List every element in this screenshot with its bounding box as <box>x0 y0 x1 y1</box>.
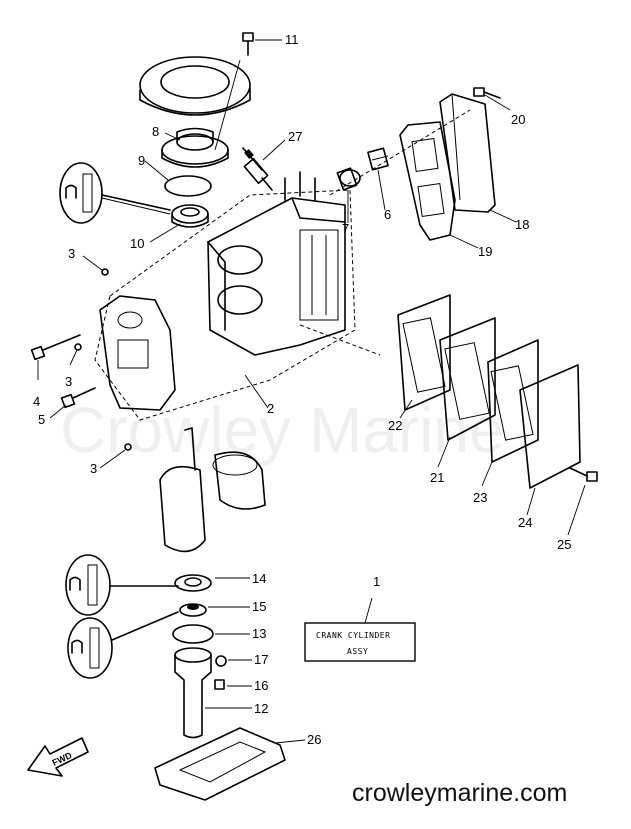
part-4-bolt[interactable] <box>30 334 81 361</box>
grease-tube-icon-lower-2 <box>67 611 179 679</box>
label-box-line2: ASSY <box>347 647 368 656</box>
part-7-fitting[interactable] <box>336 167 361 191</box>
part-crankshaft[interactable] <box>159 427 266 553</box>
part-15-seal[interactable] <box>179 603 207 617</box>
callout-22: 22 <box>388 418 402 433</box>
callout-6: 6 <box>384 207 391 222</box>
assembly-outline <box>94 189 356 421</box>
part-3-dowel-mid[interactable] <box>74 343 82 351</box>
part-13-o-ring[interactable] <box>172 624 214 644</box>
callout-8: 8 <box>152 124 159 139</box>
part-19-gasket[interactable] <box>399 121 456 241</box>
callout-12: 12 <box>254 701 268 716</box>
callout-3-top: 3 <box>68 246 75 261</box>
callout-3-bottom: 3 <box>90 461 97 476</box>
part-5-bolt[interactable] <box>60 387 96 409</box>
part-10-oil-seal[interactable] <box>171 204 209 228</box>
callout-9: 9 <box>138 153 145 168</box>
callout-20: 20 <box>511 112 525 127</box>
callout-5: 5 <box>38 412 45 427</box>
part-22-gasket[interactable] <box>397 294 451 411</box>
part-3-dowel-top[interactable] <box>101 268 109 276</box>
part-3-dowel-bottom[interactable] <box>124 443 132 451</box>
callout-17: 17 <box>254 652 268 667</box>
fwd-arrow-icon: FWD <box>27 737 89 777</box>
part-21-plate[interactable] <box>439 317 496 441</box>
part-2-cylinder-block[interactable] <box>207 171 346 356</box>
callout-26: 26 <box>307 732 321 747</box>
callout-2: 2 <box>267 401 274 416</box>
footer-url[interactable]: crowleymarine.com <box>352 779 567 807</box>
callout-27: 27 <box>288 129 302 144</box>
part-16-screw[interactable] <box>214 679 225 690</box>
callout-21: 21 <box>430 470 444 485</box>
part-26-gasket[interactable] <box>154 727 286 801</box>
part-18-cover[interactable] <box>439 93 496 213</box>
part-8-seal-housing[interactable] <box>161 127 229 168</box>
part-20-bolt[interactable] <box>473 87 501 99</box>
part-25-bolt[interactable] <box>569 467 598 482</box>
label-box-line1: CRANK CYLINDER <box>316 631 390 640</box>
callout-15: 15 <box>252 599 266 614</box>
part-24-cover[interactable] <box>519 364 581 489</box>
part-17-washer[interactable] <box>215 655 227 667</box>
callout-10: 10 <box>130 236 144 251</box>
callout-18: 18 <box>515 217 529 232</box>
callout-14: 14 <box>252 571 266 586</box>
part-crankcase[interactable] <box>99 295 176 411</box>
grease-tube-icon-lower-1 <box>65 554 179 616</box>
part-27-spark-plug[interactable] <box>242 147 273 191</box>
callout-3-mid: 3 <box>65 374 72 389</box>
watermark-text: Crowley Marine <box>60 394 505 466</box>
part-14-oil-seal[interactable] <box>174 574 212 592</box>
assembly-label-box: CRANK CYLINDER ASSY <box>304 622 416 662</box>
callout-23: 23 <box>473 490 487 505</box>
part-cover-plate[interactable] <box>139 56 251 116</box>
callout-16: 16 <box>254 678 268 693</box>
callouts: 11 8 27 9 20 7 6 10 18 19 3 3 4 2 5 3 22… <box>33 32 571 747</box>
callout-7: 7 <box>342 221 349 236</box>
callout-13: 13 <box>252 626 266 641</box>
part-9-o-ring[interactable] <box>164 175 212 197</box>
grease-tube-icon <box>59 162 171 224</box>
callout-1: 1 <box>373 574 380 589</box>
part-6-thermostat[interactable] <box>367 147 389 171</box>
leader-lines <box>37 39 586 744</box>
part-12-tube[interactable] <box>174 647 212 739</box>
callout-24: 24 <box>518 515 532 530</box>
callout-11: 11 <box>285 32 299 47</box>
callout-4: 4 <box>33 394 40 409</box>
callout-19: 19 <box>478 244 492 259</box>
part-11-bolt[interactable] <box>242 32 254 56</box>
callout-25: 25 <box>557 537 571 552</box>
part-23-gasket[interactable] <box>487 339 539 463</box>
